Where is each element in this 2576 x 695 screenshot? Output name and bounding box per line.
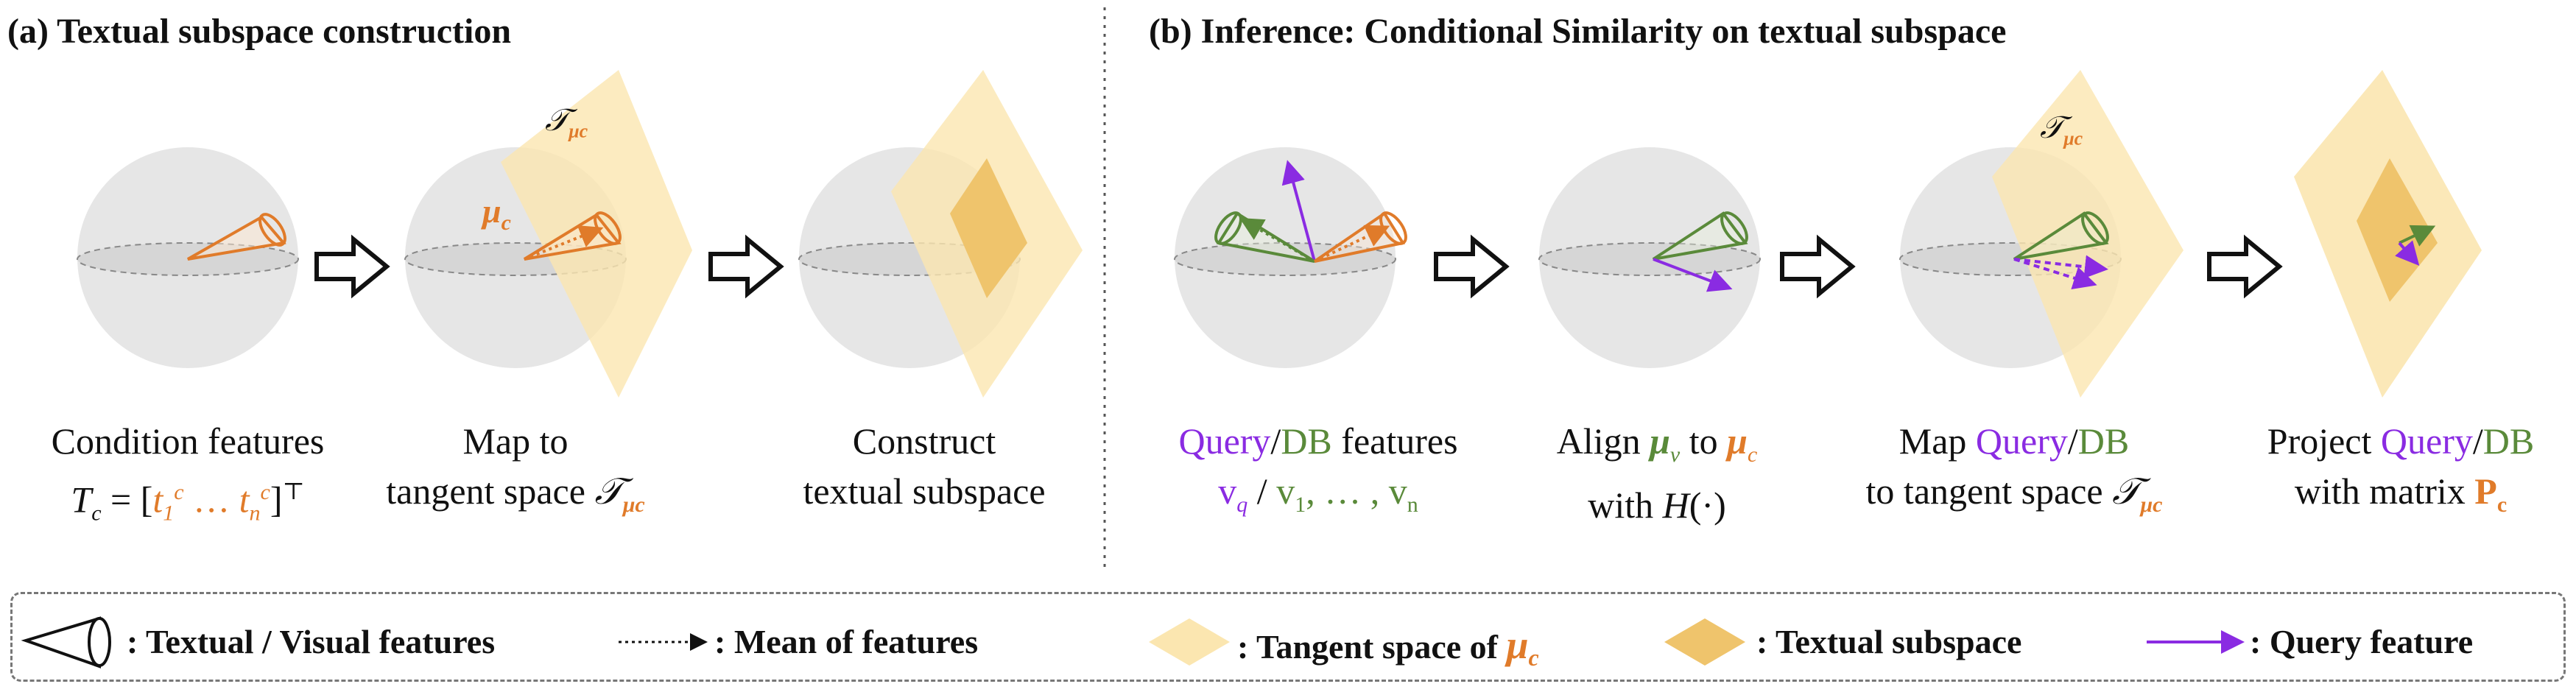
- legend-tangent-icon: [1149, 618, 1230, 666]
- block-arrow-a1: [314, 234, 390, 299]
- caption-b3: Map Query/DB to tangent space 𝒯μc: [1856, 416, 2172, 530]
- tangent-label-a: 𝒯μc: [545, 103, 588, 142]
- legend-subspace-label: : Textual subspace: [1756, 623, 2022, 660]
- sphere-b2: [1538, 147, 1761, 368]
- textual-subspace-a3: [950, 158, 1027, 298]
- caption-b4: Project Query/DB with matrix Pc: [2239, 416, 2563, 530]
- caption-a3-line1: Construct: [852, 420, 996, 462]
- caption-b3-line2: to tangent space 𝒯μc: [1865, 470, 2163, 517]
- mu-sub: c: [501, 211, 511, 236]
- caption-a1: Condition features Tc = [t1c … tnc]⊤: [4, 416, 372, 539]
- caption-b1: Query/DB features vq / v1, … , vn: [1149, 416, 1488, 530]
- caption-a1-line2: Tc = [t1c … tnc]⊤: [71, 478, 305, 526]
- block-arrow-b3: [2207, 234, 2283, 299]
- tangent-glyph: 𝒯: [545, 104, 569, 138]
- legend-query-label: : Query feature: [2250, 623, 2474, 660]
- mu-c-label: μc: [482, 191, 511, 236]
- caption-b1-line2: vq / v1, … , vn: [1218, 470, 1418, 517]
- textual-subspace-b4: [2357, 158, 2438, 302]
- caption-b4-line1: Project Query/DB: [2267, 420, 2535, 462]
- caption-a1-line1: Condition features: [51, 420, 325, 462]
- cone-a2: [523, 211, 622, 261]
- caption-b4-line2: with matrix Pc: [2294, 470, 2508, 517]
- projected-vectors-b4: [2395, 225, 2436, 267]
- legend-mean-label: : Mean of features: [714, 623, 979, 660]
- caption-b2-line1: Align μv to μc: [1556, 420, 1758, 467]
- legend-box: [10, 592, 2566, 682]
- caption-a2-line2: tangent space 𝒯μc: [386, 470, 645, 517]
- caption-b2: Align μv to μc with H(·): [1510, 416, 1804, 530]
- legend-cone-icon: [21, 616, 111, 668]
- tangent-sub: μc: [2063, 127, 2083, 149]
- legend-cone-label: : Textual / Visual features: [127, 623, 496, 660]
- legend-tangent-label: : Tangent space of μc: [1237, 623, 1539, 671]
- mu-symbol: μ: [482, 192, 502, 230]
- panel-a-title: (a) Textual subspace construction: [7, 12, 512, 51]
- block-arrow-b2: [1780, 234, 1856, 299]
- sphere-b1: [1174, 147, 1396, 368]
- cone-a1: [187, 213, 286, 261]
- caption-b2-line2: with H(·): [1588, 484, 1726, 526]
- caption-a2: Map to tangent space 𝒯μc: [368, 416, 663, 530]
- caption-b1-line1: Query/DB features: [1178, 420, 1458, 462]
- block-arrow-a2: [708, 234, 784, 299]
- caption-a3: Construct textual subspace: [777, 416, 1071, 516]
- caption-a2-line1: Map to: [462, 420, 569, 462]
- cones-b1: [1214, 160, 1407, 263]
- panel-b-title: (b) Inference: Conditional Similarity on…: [1149, 12, 2007, 51]
- cone-b3: [2013, 211, 2109, 290]
- cone-b2: [1652, 211, 1748, 292]
- block-arrow-b1: [1434, 234, 1510, 299]
- legend-subspace-icon: [1664, 618, 1745, 666]
- tangent-glyph: 𝒯: [2040, 111, 2064, 145]
- caption-a3-line2: textual subspace: [803, 470, 1046, 512]
- tangent-sub: μc: [569, 120, 588, 142]
- caption-b3-line1: Map Query/DB: [1898, 420, 2130, 462]
- tangent-label-b: 𝒯μc: [2040, 110, 2083, 149]
